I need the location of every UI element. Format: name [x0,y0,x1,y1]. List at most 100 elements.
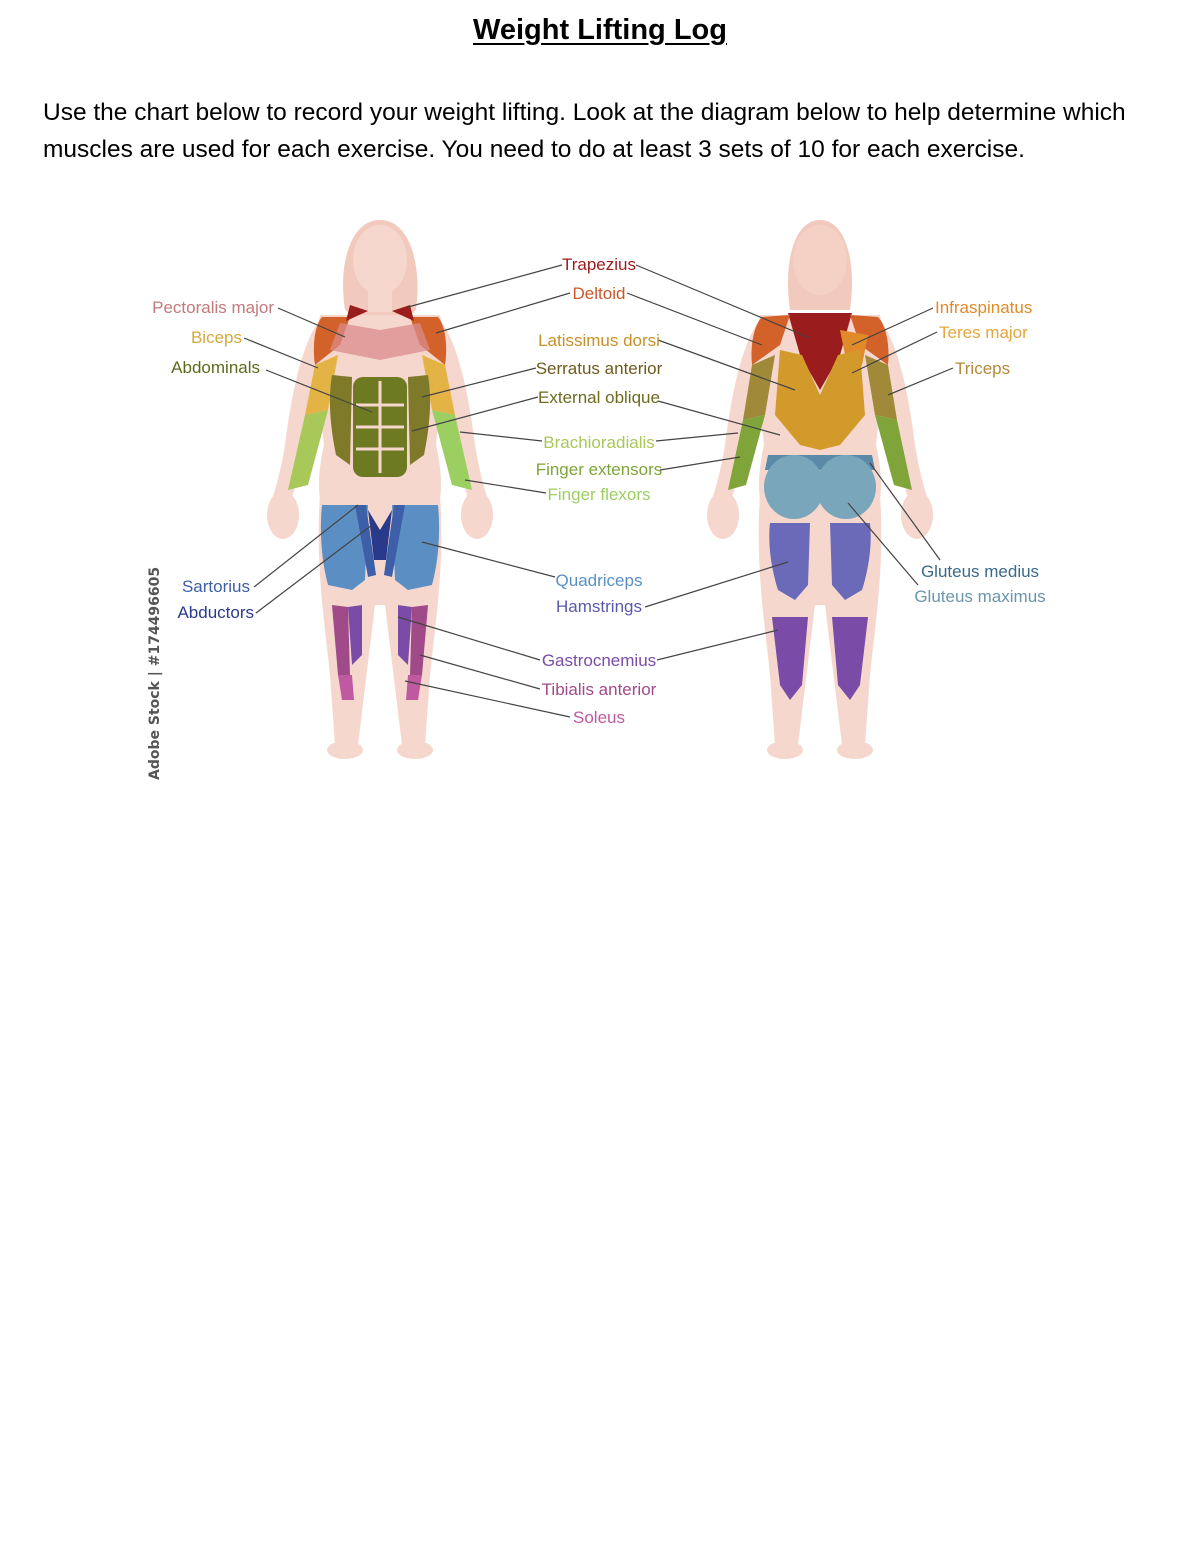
leader-teres-major [851,331,938,374]
label-external-oblique: External oblique [538,388,660,407]
back-left-hand [707,491,739,539]
front-sartorius [355,505,405,577]
leader-latissimus [657,339,796,391]
back-latissimus [775,350,865,450]
front-head [353,225,407,295]
leader-abdominals [265,369,373,413]
back-left-foot [767,741,803,759]
label-abductors: Abductors [177,603,254,622]
front-right-hand [461,491,493,539]
leader-trapezius-front [407,264,563,308]
front-right-foot [397,741,433,759]
leader-tibialis-front [419,654,541,690]
label-tibialis-anterior: Tibialis anterior [542,680,657,699]
label-latissimus-dorsi: Latissimus dorsi [538,331,660,350]
label-finger-flexors: Finger flexors [548,485,651,504]
leader-serratus [421,367,537,398]
leader-sartorius [253,504,359,588]
label-gastrocnemius: Gastrocnemius [542,651,656,670]
front-figure [267,220,493,759]
label-teres-major: Teres major [939,323,1028,342]
label-soleus: Soleus [573,708,625,727]
front-abductors [368,510,392,560]
back-forearm-left [728,415,765,490]
leader-trapezius-back [635,264,811,339]
label-gluteus-maximus: Gluteus maximus [914,587,1045,606]
intro-paragraph: Use the chart below to record your weigh… [43,99,1126,163]
label-infraspinatus: Infraspinatus [935,298,1032,317]
label-triceps: Triceps [955,359,1010,378]
front-quadriceps-left [320,505,368,590]
leader-gastrocnemius-back [656,629,779,661]
front-tibialis-left [332,605,350,675]
back-deltoid-left [751,315,790,365]
leader-soleus-front [404,680,571,718]
muscle-labels: Pectoralis major Biceps Abdominals Sarto… [152,255,1046,727]
back-gluteus-left [764,455,824,519]
back-gluteus-right [816,455,876,519]
leader-oblique [411,396,539,432]
page-title: Weight Lifting Log [473,14,727,46]
back-right-hand [901,491,933,539]
back-forearm-right [875,415,912,490]
front-pectoralis [330,323,430,360]
label-hamstrings: Hamstrings [556,597,642,616]
leader-infraspinatus [851,307,934,346]
label-finger-extensors: Finger extensors [536,460,663,479]
back-infraspinatus [840,330,868,365]
front-oblique [329,375,431,465]
front-left-arm [272,320,320,505]
front-left-foot [327,741,363,759]
label-quadriceps: Quadriceps [556,571,643,590]
front-biceps-left [305,355,338,415]
leader-gluteus-medius [869,462,941,561]
back-triceps-left [743,355,775,420]
back-deltoid-right [850,315,889,365]
leader-finger-extensors-back [659,456,741,471]
back-gastro-right [832,617,868,700]
leader-brachioradialis-front [459,431,543,442]
front-left-hand [267,491,299,539]
leader-lines [243,264,954,718]
front-quadriceps-right [392,505,440,590]
leader-oblique-back [657,400,781,436]
label-brachioradialis: Brachioradialis [543,433,655,452]
leader-gastrocnemius-front [397,616,541,661]
front-abs-lines [356,381,404,473]
label-gluteus-medius: Gluteus medius [921,562,1039,581]
back-trapezius [788,313,852,390]
back-right-foot [837,741,873,759]
leader-deltoid-back [626,292,763,346]
label-serratus-anterior: Serratus anterior [536,359,663,378]
label-sartorius: Sartorius [182,577,250,596]
leader-brachioradialis-back [655,432,739,442]
leader-deltoid-front [435,292,571,334]
leader-pectoralis [277,307,346,338]
label-pectoralis-major: Pectoralis major [152,298,274,317]
back-triceps-right [865,355,897,420]
back-hamstrings-left [769,523,810,600]
label-abdominals: Abdominals [171,358,260,377]
muscle-diagram: Pectoralis major Biceps Abdominals Sarto… [140,205,1060,785]
label-biceps: Biceps [191,328,242,347]
leader-biceps [243,337,319,369]
leader-hamstrings-back [644,561,789,608]
leader-abductors [255,524,373,614]
label-trapezius: Trapezius [562,255,636,274]
back-hamstrings-right [830,523,871,600]
back-gastro-left [772,617,808,700]
leader-quadriceps-front [421,541,556,578]
front-soleus [338,675,422,700]
leader-gluteus-maximus [847,502,919,586]
leader-triceps [887,367,954,396]
back-left-arm [712,320,760,505]
back-head [793,225,847,295]
stock-credit: Adobe Stock | #174496605 [147,567,163,780]
label-deltoid: Deltoid [573,284,626,303]
leader-finger-flexors-front [464,479,547,494]
front-trapezius [346,305,414,321]
back-figure [707,220,933,759]
muscle-diagram-svg: Pectoralis major Biceps Abdominals Sarto… [147,220,1046,780]
front-forearm-left [288,410,328,490]
front-gastro-left [348,605,362,665]
